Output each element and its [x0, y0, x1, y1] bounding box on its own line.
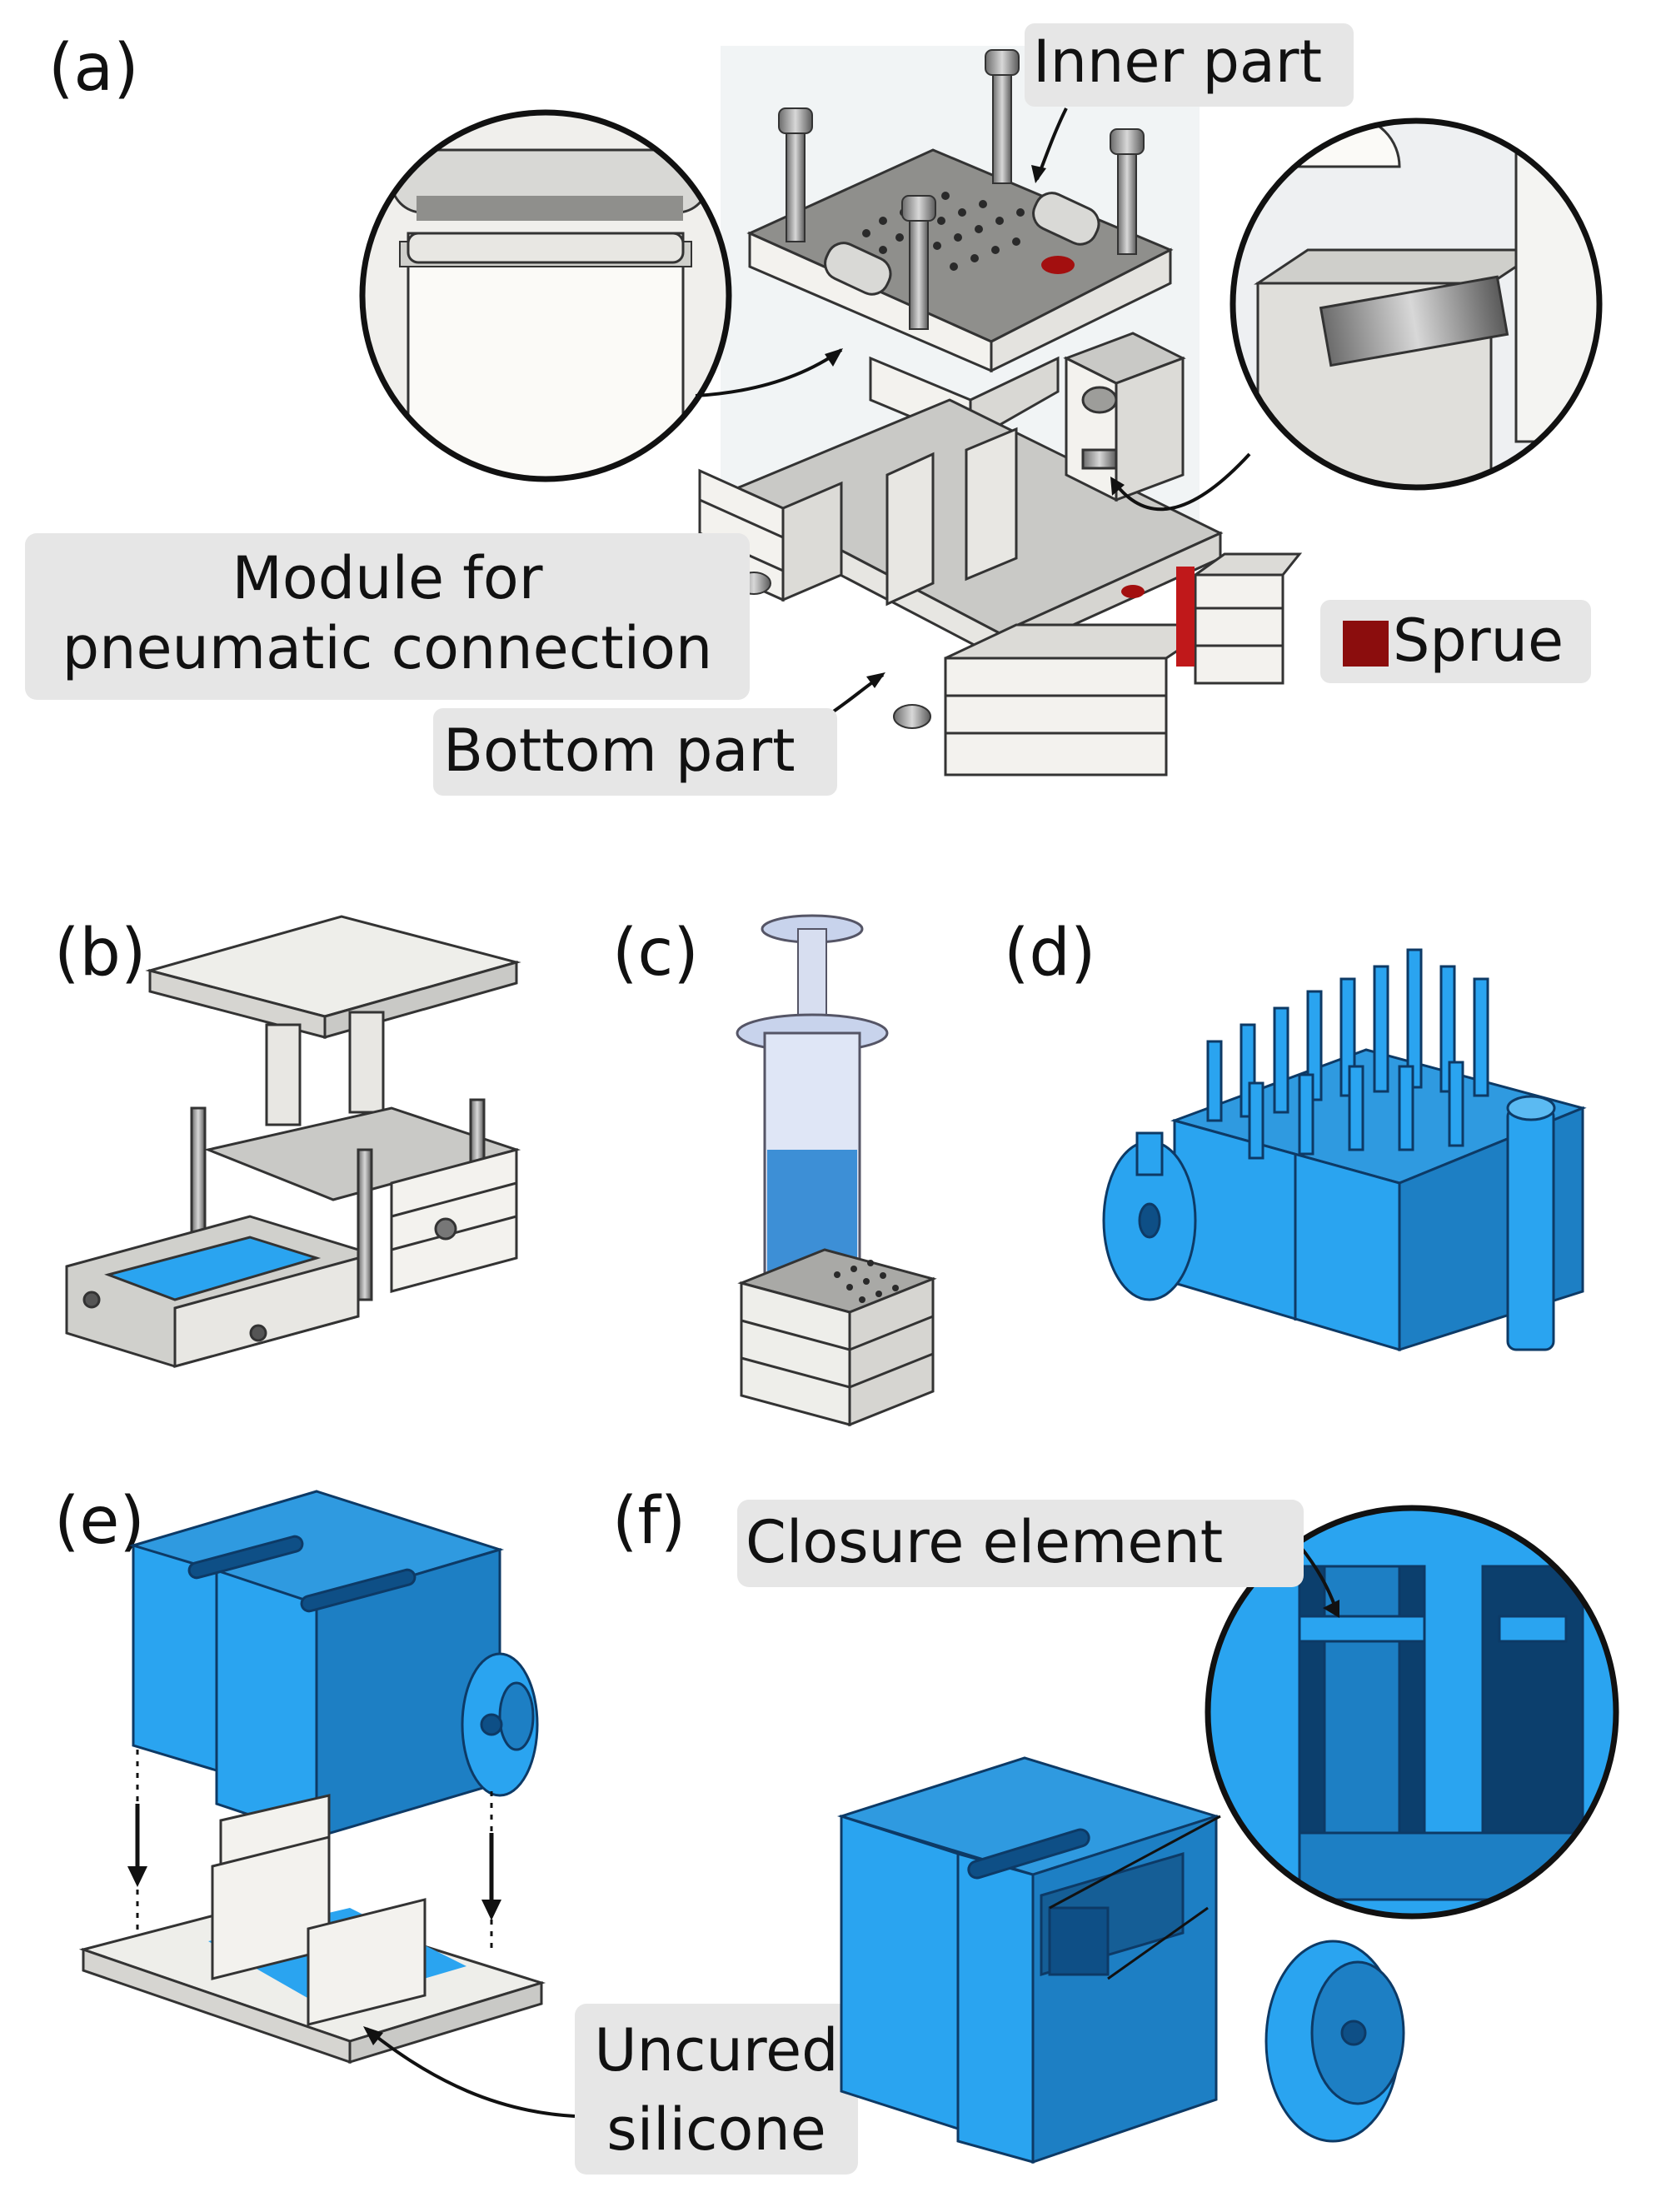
- panel-letter-d: (d): [1004, 916, 1095, 991]
- arrow-zoom-right: [1110, 452, 1251, 512]
- uncured-label-line2: silicone: [606, 2095, 826, 2164]
- panel-letter-b: (b): [54, 916, 146, 991]
- module-label-line1: Module for: [232, 544, 542, 612]
- panel-e-demold-placement: Uncured silicone: [78, 1490, 858, 2175]
- panel-d-cast-part-with-pins: [1102, 948, 1587, 1352]
- closure-label-box: [737, 1500, 1304, 1587]
- inner-part-label: Inner part: [1033, 27, 1322, 96]
- module-label-box: [25, 533, 750, 700]
- panel-letter-c: (c): [612, 916, 699, 991]
- panel-letter-e: (e): [54, 1484, 145, 1559]
- sprue-rod: [1176, 567, 1195, 667]
- zoom-leader-bottom: [1107, 1906, 1209, 1980]
- closure-element-label: Closure element: [746, 1508, 1223, 1576]
- panel-b-mold-assembly: [65, 915, 521, 1368]
- bottom-part: [698, 398, 1303, 776]
- zoom-circle-module: [1230, 117, 1603, 491]
- sprue-hole-top: [1041, 256, 1075, 274]
- sprue-channel-bottom: [1121, 585, 1145, 598]
- sprue-swatch: [1343, 621, 1389, 667]
- panel-letter-f: (f): [612, 1484, 686, 1559]
- zoom-circle-inner-part: [359, 109, 732, 482]
- inner-part-plate: [746, 148, 1174, 444]
- panel-c-syringe-filling: [736, 914, 937, 1427]
- uncured-label-box: [575, 2004, 858, 2175]
- uncured-label-line1: Uncured: [594, 2016, 838, 2085]
- bottom-part-label-box: [433, 708, 837, 796]
- panel-letter-a: (a): [48, 31, 139, 106]
- pneumatic-module: [1063, 332, 1186, 502]
- sprue-label: Sprue: [1393, 607, 1564, 675]
- arrow-uncured-silicone: [365, 2027, 576, 2118]
- zoom-leader-top: [1049, 1815, 1221, 1910]
- inner-part-label-box: [1025, 23, 1354, 107]
- bolts: [778, 49, 1145, 330]
- bottom-part-label: Bottom part: [443, 717, 796, 785]
- panel-f-final-part: Closure element: [737, 1500, 1619, 2165]
- panel-a-exploded-mold: Inner part Module for pneumatic connecti…: [25, 23, 1603, 796]
- module-label-line2: pneumatic connection: [62, 614, 713, 682]
